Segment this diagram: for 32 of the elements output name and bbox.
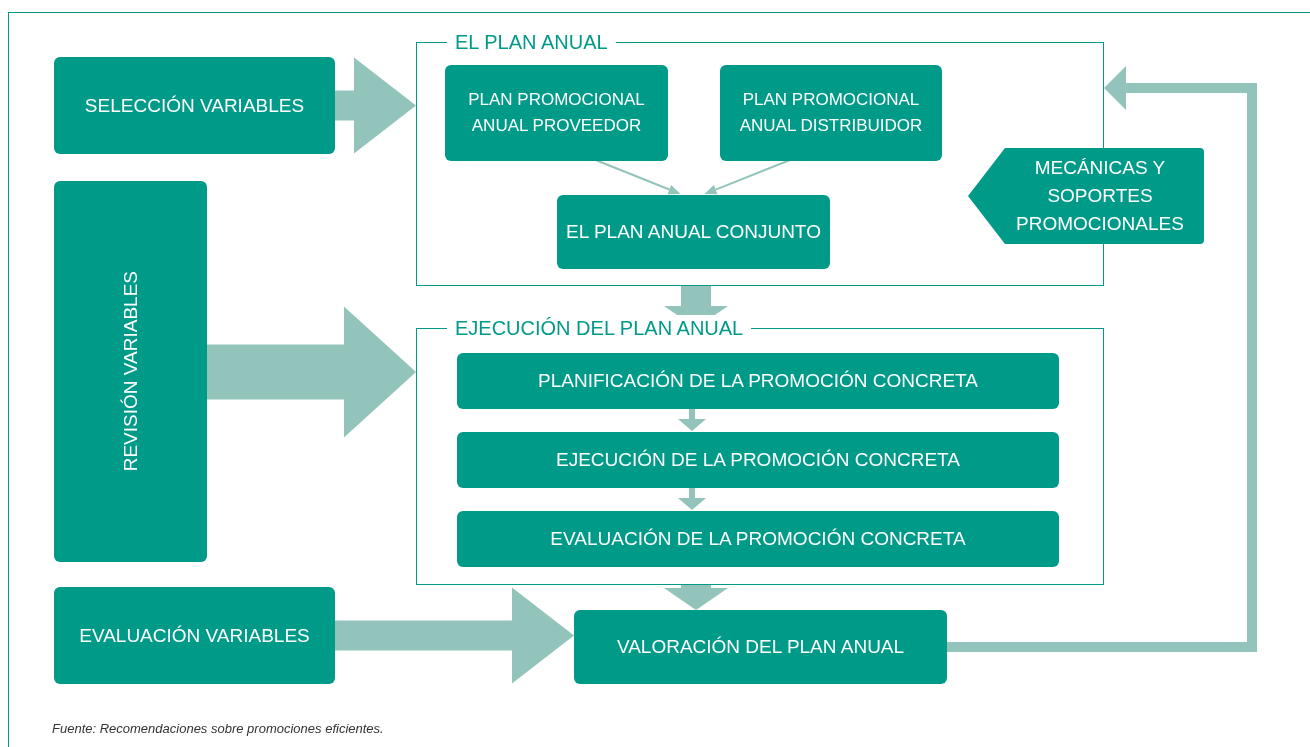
box-label: PLANIFICACIÓN DE LA PROMOCIÓN CONCRETA bbox=[538, 369, 978, 393]
arrow bbox=[678, 408, 706, 431]
arrow bbox=[704, 159, 791, 195]
arrow bbox=[335, 587, 574, 684]
process-box bbox=[54, 181, 207, 562]
arrow bbox=[335, 57, 416, 154]
process-box bbox=[457, 511, 1059, 567]
arrow bbox=[947, 66, 1257, 652]
process-box bbox=[54, 57, 335, 154]
arrow bbox=[678, 487, 706, 510]
process-box bbox=[457, 432, 1059, 488]
box-label: PLAN PROMOCIONAL ANUAL PROVEEDOR bbox=[467, 89, 646, 137]
box-label: EVALUACIÓN DE LA PROMOCIÓN CONCRETA bbox=[550, 527, 966, 551]
process-box bbox=[574, 610, 947, 684]
box-label: REVISIÓN VARIABLES bbox=[118, 271, 142, 472]
arrow bbox=[207, 306, 416, 438]
process-box bbox=[557, 195, 830, 269]
box-label: PLAN PROMOCIONAL ANUAL DISTRIBUIDOR bbox=[738, 89, 924, 137]
pointer-box bbox=[968, 148, 1204, 244]
process-box bbox=[457, 353, 1059, 409]
box-label: MECÁNICAS Y SOPORTES PROMOCIONALES bbox=[1015, 156, 1185, 236]
arrow bbox=[594, 159, 681, 195]
box-label: EL PLAN ANUAL CONJUNTO bbox=[566, 220, 821, 244]
process-box bbox=[720, 65, 942, 161]
box-label: SELECCIÓN VARIABLES bbox=[84, 93, 305, 118]
process-box bbox=[54, 587, 335, 684]
box-label: VALORACIÓN DEL PLAN ANUAL bbox=[616, 635, 905, 659]
box-label: EJECUCIÓN DE LA PROMOCIÓN CONCRETA bbox=[556, 448, 960, 472]
caption: Fuente: Recomendaciones sobre promociones eficientes. bbox=[52, 720, 384, 738]
arrow bbox=[664, 585, 728, 610]
process-box bbox=[445, 65, 668, 161]
box-label: EVALUACIÓN VARIABLES bbox=[79, 623, 310, 648]
